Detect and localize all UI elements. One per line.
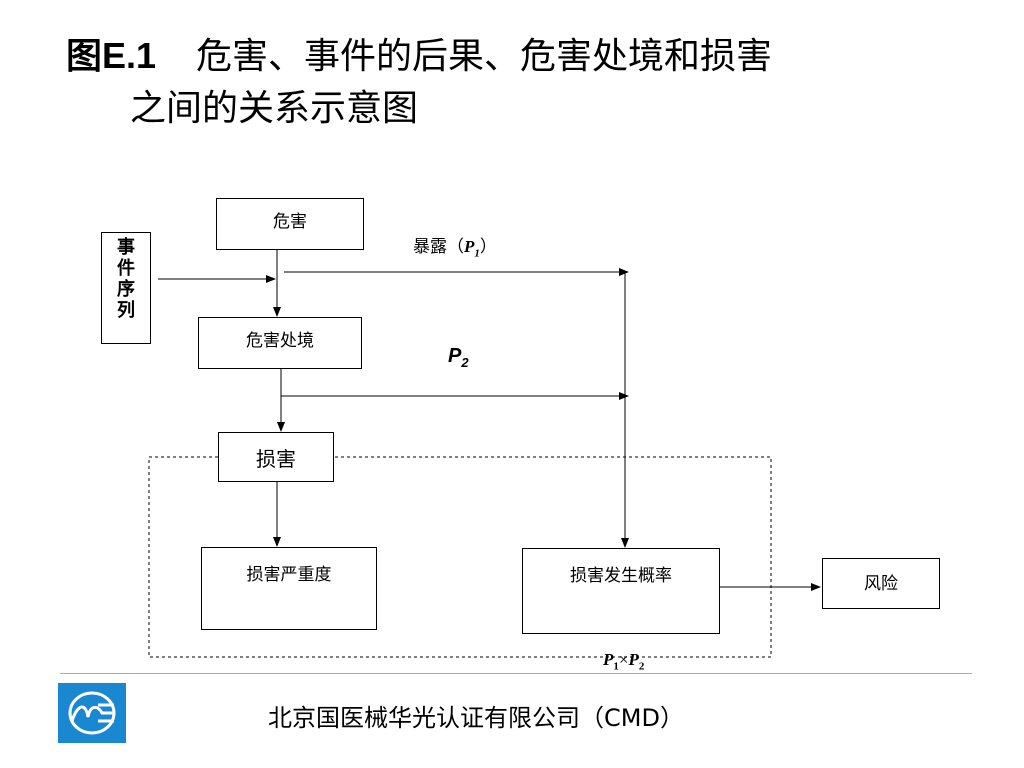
exposure-close: ）	[479, 237, 497, 257]
company-name: 北京国医械华光认证有限公司（CMD）	[268, 704, 684, 732]
hazardous-situation-box: 危害处境	[198, 317, 362, 369]
footer-divider	[60, 673, 972, 674]
exposure-sub: 1	[474, 247, 480, 260]
p2-label: P2	[448, 345, 469, 370]
product-p1: P	[603, 650, 614, 669]
probability-box: 损害发生概率	[522, 548, 720, 634]
hazard-box: 危害	[216, 198, 364, 250]
event-sequence-label: 事件序列	[117, 237, 135, 321]
p2-text: P	[448, 345, 462, 367]
product-times: ×	[618, 650, 629, 669]
figure-number: 图E.1	[66, 35, 157, 76]
product-sub2: 2	[638, 660, 645, 673]
exposure-p: P	[464, 237, 475, 256]
title-line-1: 危害、事件的后果、危害处境和损害	[196, 36, 773, 77]
cmd-logo	[58, 683, 126, 743]
exposure-label: 暴露（P1）	[413, 232, 497, 259]
product-p2: P	[628, 650, 639, 669]
slide-title: 图E.1 危害、事件的后果、危害处境和损害 之间的关系示意图	[66, 30, 772, 135]
exposure-text: 暴露（	[413, 237, 464, 257]
risk-box: 风险	[822, 558, 940, 609]
product-label: P1×P2	[603, 650, 644, 672]
harm-region-dashed	[148, 456, 772, 658]
severity-box: 损害严重度	[201, 547, 377, 630]
harm-box: 损害	[218, 432, 334, 482]
event-sequence-box: 事件序列	[101, 232, 151, 344]
product-sub1: 1	[613, 660, 619, 673]
p2-sub: 2	[461, 355, 469, 370]
title-line-2: 之间的关系示意图	[130, 88, 419, 129]
